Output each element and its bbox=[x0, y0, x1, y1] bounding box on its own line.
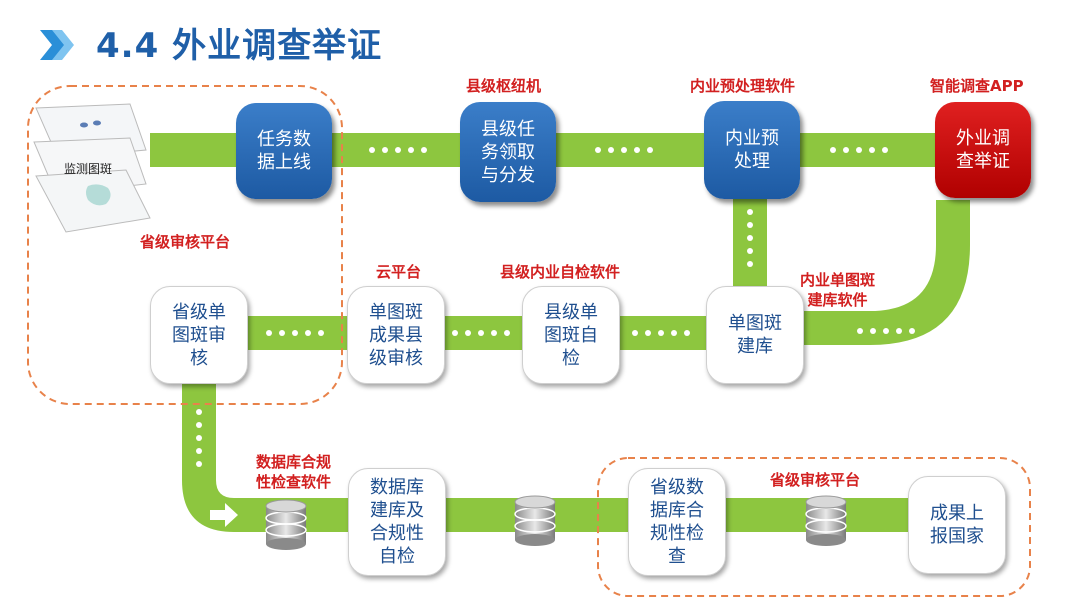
label-county-hub: 县级枢纽机 bbox=[466, 77, 542, 95]
database-icon bbox=[805, 495, 847, 546]
label-build-software: 内业单图斑 建库软件 bbox=[800, 271, 876, 309]
monitor-layer-label: 监测图斑 bbox=[64, 162, 113, 176]
node-build-db[interactable]: 单图斑 建库 bbox=[706, 286, 804, 384]
database-icon bbox=[514, 495, 556, 546]
arrow-right-icon bbox=[210, 503, 238, 527]
database-icon bbox=[265, 499, 307, 550]
label-province-platform-top: 省级审核平台 bbox=[140, 233, 231, 251]
label-self-check-software: 县级内业自检软件 bbox=[500, 263, 621, 281]
province-platform-box-bottom bbox=[597, 457, 1031, 597]
label-preprocess-software: 内业预处理软件 bbox=[690, 77, 796, 95]
chevron-right-icon bbox=[40, 30, 74, 60]
flow-dots bbox=[196, 147, 915, 467]
node-task-online[interactable]: 任务数 据上线 bbox=[236, 103, 332, 199]
province-platform-box-top bbox=[27, 85, 343, 405]
node-field-survey[interactable]: 外业调 查举证 bbox=[935, 102, 1031, 198]
label-province-platform-bottom: 省级审核平台 bbox=[770, 471, 861, 489]
node-preprocess[interactable]: 内业预 处理 bbox=[704, 101, 800, 199]
node-county-review[interactable]: 单图斑 成果县 级审核 bbox=[347, 286, 445, 384]
map-layers-icon bbox=[33, 103, 151, 233]
label-cloud-platform: 云平台 bbox=[376, 263, 422, 281]
node-province-db-check[interactable]: 省级数 据库合 规性检 查 bbox=[628, 468, 726, 576]
label-smart-survey-app: 智能调查APP bbox=[930, 77, 1024, 95]
node-county-dispatch[interactable]: 县级任 务领取 与分发 bbox=[460, 102, 556, 202]
node-province-review[interactable]: 省级单 图斑审 核 bbox=[150, 286, 248, 384]
node-report[interactable]: 成果上 报国家 bbox=[908, 476, 1006, 574]
page-title: 4.4 外业调查举证 bbox=[96, 26, 383, 66]
label-compliance-software: 数据库合规 性检查软件 bbox=[256, 453, 332, 491]
node-db-check[interactable]: 数据库 建库及 合规性 自检 bbox=[348, 468, 446, 576]
node-self-check[interactable]: 县级单 图斑自 检 bbox=[522, 286, 620, 384]
